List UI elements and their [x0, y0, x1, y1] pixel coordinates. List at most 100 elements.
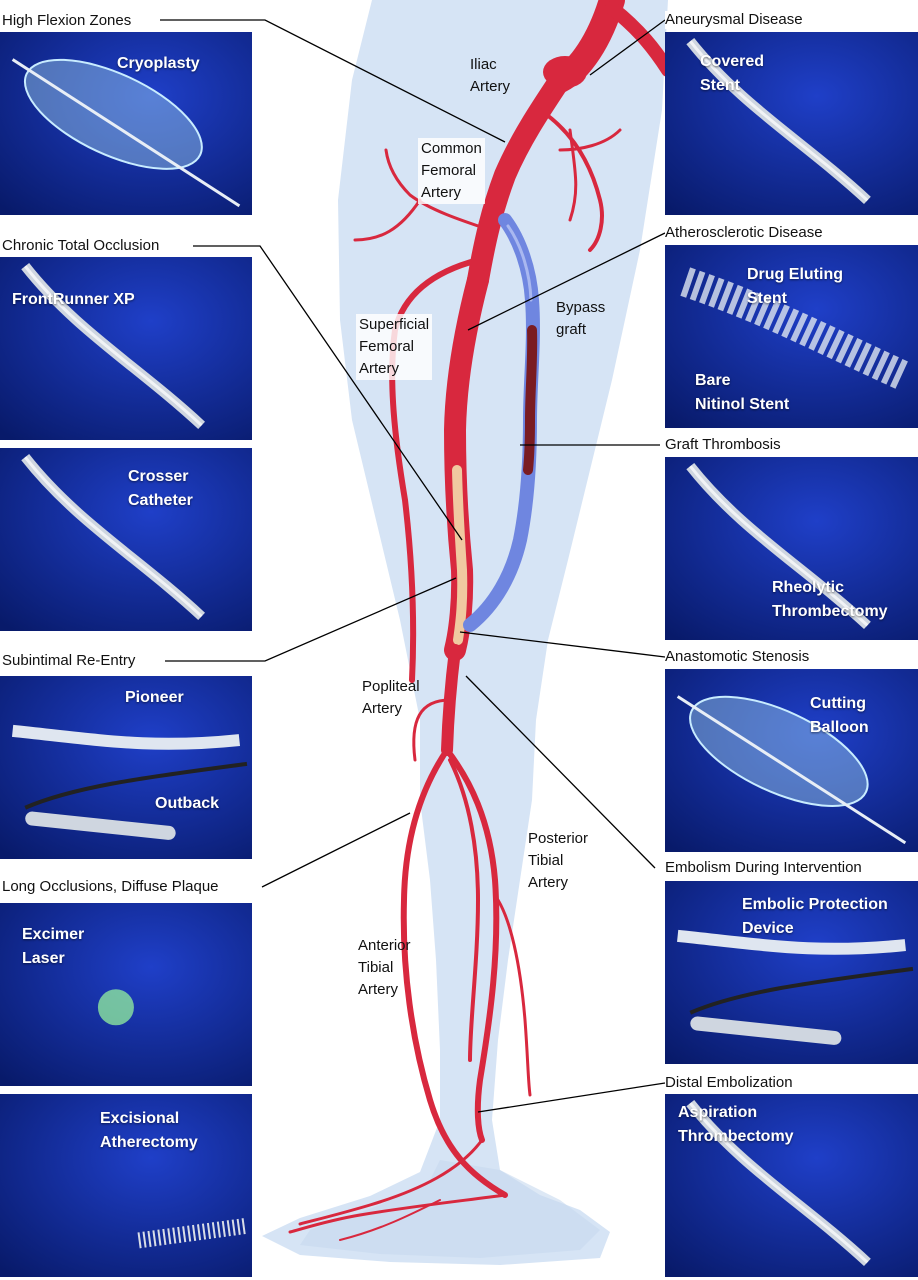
catheter-highlight: [24, 265, 203, 427]
common-femoral-path: [467, 69, 571, 291]
device-label-line: Catheter: [128, 492, 193, 509]
anatomy-label-line: Artery: [362, 700, 403, 717]
device-panel-frontrunner-xp: FrontRunner XP: [0, 257, 252, 440]
anatomy-label-line: Artery: [528, 874, 569, 891]
device-shaft: [677, 929, 906, 955]
anatomy-label-line: Artery: [421, 184, 462, 201]
device-label-outback: Outback: [155, 792, 219, 816]
device-illustration: [0, 32, 252, 215]
callout-line-high-flexion: [160, 19, 506, 143]
device-tip: [690, 1016, 842, 1045]
catheter-highlight: [24, 456, 203, 618]
section-heading-graft-thrombosis: Graft Thrombosis: [665, 436, 781, 454]
thigh-branch-left: [384, 148, 492, 232]
callout-line-cto: [193, 245, 463, 541]
anatomy-label-line: Femoral: [359, 338, 415, 355]
foot-artery-3: [339, 1199, 441, 1241]
anatomy-label-line: Popliteal: [362, 678, 420, 695]
anatomy-label-line: Superficial: [359, 316, 430, 333]
section-heading-high-flexion-zones: High Flexion Zones: [2, 12, 132, 30]
section-heading-anastomotic-stenosis: Anastomotic Stenosis: [665, 648, 810, 666]
section-heading-embolism-during-intervention: Embolism During Intervention: [665, 859, 862, 877]
device-label-line: Aspiration: [678, 1104, 758, 1121]
aneurysm-bulge: [543, 56, 587, 88]
anatomy-label-line: Artery: [470, 78, 511, 95]
section-heading-long-occlusions-diffuse-plaque: Long Occlusions, Diffuse Plaque: [2, 878, 219, 896]
graft-highlight: [506, 224, 533, 302]
device-label-line: Thrombectomy: [678, 1128, 794, 1145]
calf-branch: [496, 898, 532, 1097]
device-label-line: Device: [742, 920, 794, 937]
device-label-line: Bare: [695, 372, 731, 389]
device-label-line: Cryoplasty: [117, 55, 200, 72]
foot-artery-1: [288, 1193, 507, 1234]
callout-line-anastomotic: [459, 631, 666, 658]
anterior-tibial-path: [400, 747, 508, 1198]
device-label-line: Balloon: [810, 719, 869, 736]
section-heading-chronic-total-occlusion: Chronic Total Occlusion: [2, 237, 160, 255]
device-label-line: FrontRunner XP: [12, 291, 135, 308]
device-label-pioneer: Pioneer: [125, 686, 184, 710]
knee-branch: [412, 698, 452, 762]
device-label-line: Atherectomy: [100, 1134, 198, 1151]
balloon: [23, 58, 203, 170]
device-label-line: Excimer: [22, 926, 85, 943]
guide-wire: [24, 761, 248, 810]
device-illustration: [0, 448, 252, 631]
device-illustration: [665, 881, 918, 1064]
device-label-line: Covered: [700, 53, 765, 70]
foot-artery-2: [298, 1138, 484, 1226]
device-illustration: [0, 257, 252, 440]
graft-thrombus: [523, 325, 538, 475]
pelvic-branch-3: [568, 128, 578, 222]
callout-line-atherosclerotic: [467, 232, 666, 331]
callout-line-subintimal: [165, 577, 457, 662]
device-tip: [25, 811, 176, 840]
foot-shade: [300, 1160, 600, 1258]
catheter-highlight: [689, 465, 869, 627]
anatomy-label-line: Tibial: [528, 852, 564, 869]
callout-line-aneurysmal: [589, 19, 666, 76]
device-illustration: [0, 903, 252, 1086]
device-label-line: Thrombectomy: [772, 603, 888, 620]
popliteal-path: [441, 644, 461, 756]
device-label-line: Cutting: [810, 695, 866, 712]
device-label-line: Stent: [700, 77, 740, 94]
device-label-line: Nitinol Stent: [695, 396, 790, 413]
device-label-line: Laser: [22, 950, 65, 967]
section-heading-atherosclerotic-disease: Atherosclerotic Disease: [665, 224, 823, 242]
anatomy-label-line: Femoral: [421, 162, 477, 179]
anatomy-label-line: Tibial: [358, 959, 394, 976]
device-illustration: [665, 1094, 918, 1277]
pelvic-branch-2: [558, 128, 622, 152]
peroneal-path: [448, 758, 480, 1062]
device-label-line: Stent: [747, 290, 787, 307]
device-label-line: Crosser: [128, 468, 189, 485]
callout-line-embolism: [465, 675, 656, 869]
anatomy-label-line: Artery: [358, 981, 399, 998]
catheter-highlight: [689, 40, 869, 202]
section-heading-distal-embolization: Distal Embolization: [665, 1074, 793, 1092]
panel-background: [0, 1094, 252, 1277]
thigh-branch-left-2: [353, 198, 422, 242]
device-shaft: [11, 724, 241, 750]
callout-line-distal: [477, 1082, 666, 1113]
